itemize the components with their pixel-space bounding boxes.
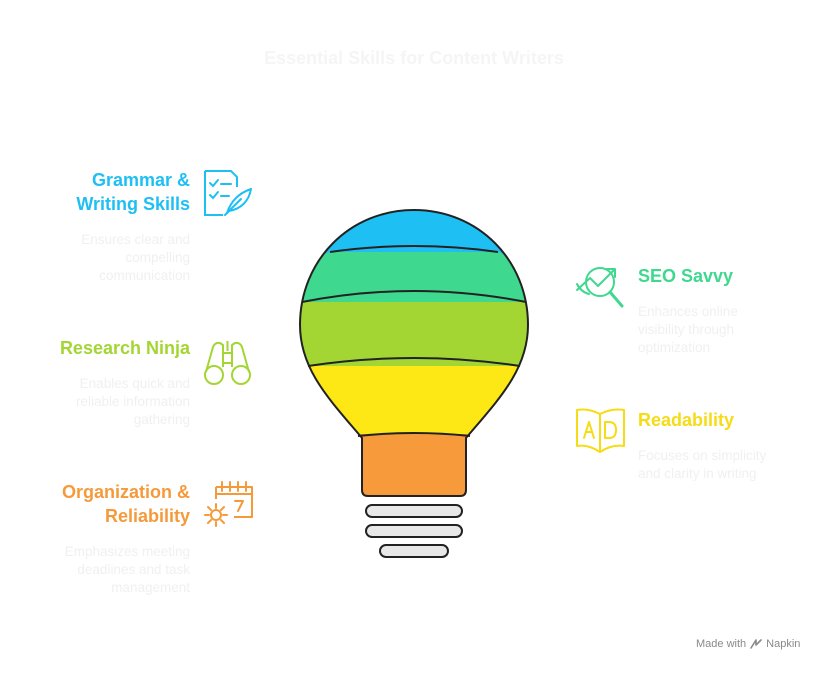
heading-line: Organization &	[61, 482, 190, 502]
binoculars-icon	[204, 341, 251, 385]
heading-line: Writing Skills	[76, 194, 190, 214]
diagram-title: Essential Skills for Content Writers	[264, 48, 564, 68]
checklist-feather-icon	[204, 170, 252, 216]
footer-attribution: Made with Napkin	[696, 638, 800, 650]
skill-description-organization: Emphasizes meeting deadlines and task ma…	[64, 544, 190, 595]
skill-heading-grammar: Grammar & Writing Skills	[40, 168, 190, 216]
skill-heading-research: Research Ninja	[59, 338, 190, 358]
footer-made-with: Made with	[696, 638, 747, 650]
bulb-base-ring-2	[365, 524, 463, 538]
bulb-base-ring-3	[379, 544, 449, 558]
napkin-logo-icon	[750, 639, 762, 649]
skill-heading-readability: Readability	[638, 410, 735, 430]
bulb-segment-4	[300, 366, 528, 440]
light-bulb-diagram	[299, 209, 529, 558]
footer-brand: Napkin	[766, 638, 801, 650]
skill-description-readability: Focuses on simplicity and clarity in wri…	[638, 448, 767, 481]
skill-description-research: Enables quick and reliable information g…	[75, 376, 190, 427]
skill-description-seo: Enhances online visibility through optim…	[638, 304, 738, 355]
skill-heading-organization: Organization & Reliability	[30, 480, 190, 528]
seo-magnifier-icon	[576, 267, 624, 308]
calendar-gear-icon	[204, 481, 253, 527]
skill-description-grammar: Ensures clear and compelling communicati…	[81, 232, 190, 283]
heading-line: Grammar &	[91, 170, 190, 190]
heading-line: Reliability	[104, 506, 190, 526]
bulb-base-ring-1	[365, 504, 463, 518]
book-ad-icon	[576, 408, 625, 453]
skill-heading-seo: SEO Savvy	[638, 266, 734, 286]
